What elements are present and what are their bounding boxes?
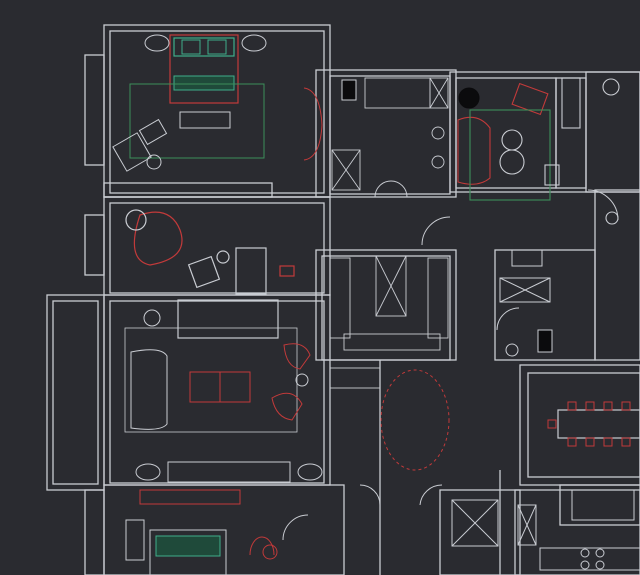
- master-bed: [112, 34, 323, 172]
- reading-room: [125, 209, 295, 295]
- bed-icon: [169, 34, 239, 104]
- doors: [282, 180, 619, 541]
- bath-area: [499, 249, 553, 357]
- armchair-icon: [133, 211, 183, 266]
- elevator-icon: [451, 489, 635, 547]
- entry-rug: [380, 369, 450, 471]
- stove-icon: [539, 547, 640, 571]
- living-area: [124, 299, 323, 483]
- sofa-icon: [177, 299, 279, 339]
- bottom-bed: [125, 489, 278, 575]
- walls: [46, 24, 640, 575]
- closet-icon: [329, 77, 449, 389]
- sitting-room-right: [457, 77, 620, 225]
- dining-table-icon: [547, 401, 640, 447]
